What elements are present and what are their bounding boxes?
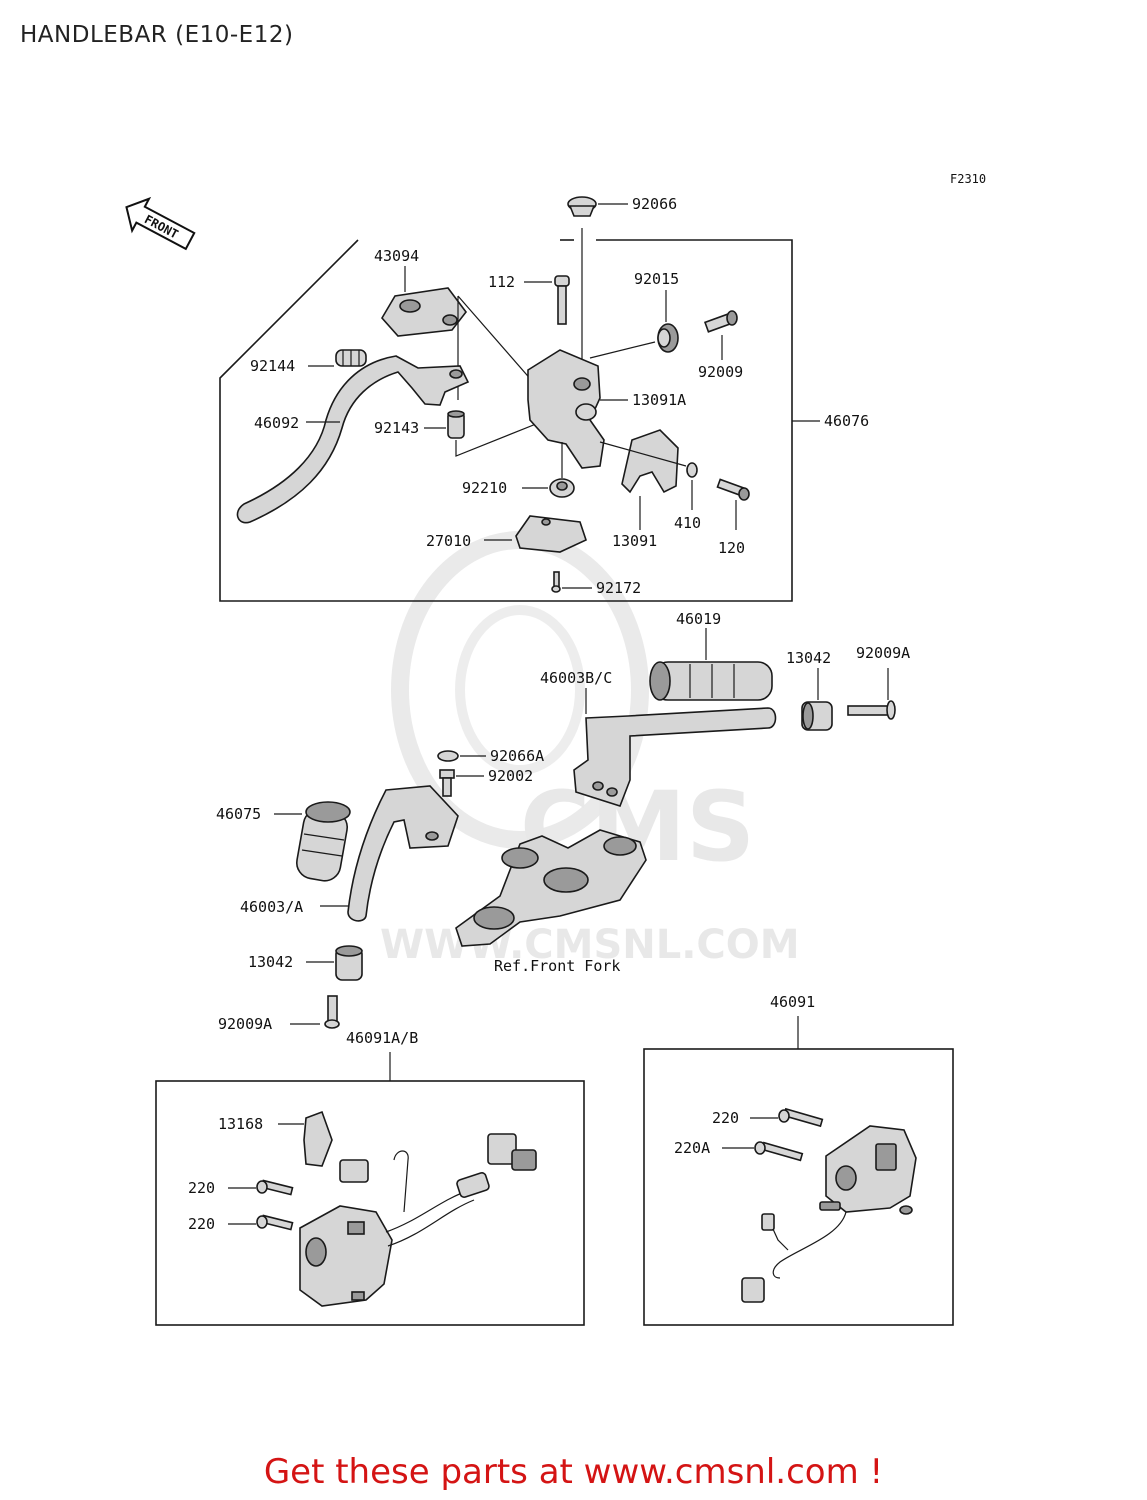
clamp-13091	[621, 429, 679, 494]
left-switch-box	[155, 1080, 585, 1326]
bolt-92002	[439, 769, 455, 797]
watermark-url: WWW.CMSNL.COM	[380, 922, 800, 968]
label-220A-right: 220A	[674, 1139, 710, 1157]
cms-watermark: CMS WWW.CMSNL.COM	[380, 531, 800, 968]
lever-46092	[236, 355, 470, 524]
parts-diagram: CMS WWW.CMSNL.COM FRONT F2310 46076 9206…	[125, 172, 986, 1326]
label-13091A: 13091A	[632, 391, 686, 409]
label-410: 410	[674, 514, 701, 532]
right-switch-box	[643, 1048, 954, 1326]
screw-220A-right	[754, 1141, 804, 1162]
label-46003A: 46003/A	[240, 898, 303, 916]
label-92066: 92066	[632, 195, 677, 213]
label-220-lower-left: 220	[188, 1215, 215, 1233]
label-92143: 92143	[374, 419, 419, 437]
label-46075: 46075	[216, 805, 261, 823]
label-46003BC: 46003B/C	[540, 669, 612, 687]
spring-92144	[335, 349, 367, 367]
handlebar-46003A	[347, 785, 459, 922]
label-92002: 92002	[488, 767, 533, 785]
label-92210: 92210	[462, 479, 507, 497]
label-92172: 92172	[596, 579, 641, 597]
weight-13042-right	[801, 701, 833, 731]
label-13042-left: 13042	[248, 953, 293, 971]
page-title: HANDLEBAR (E10-E12)	[20, 22, 294, 48]
screw-92009	[703, 310, 738, 333]
label-13091: 13091	[612, 532, 657, 550]
footer-cta-link[interactable]: Get these parts at www.cmsnl.com !	[263, 1452, 884, 1492]
ref-front-fork: Ref.Front Fork	[494, 957, 620, 975]
label-92015: 92015	[634, 270, 679, 288]
label-92009: 92009	[698, 363, 743, 381]
grip-46019	[649, 661, 773, 701]
label-43094: 43094	[374, 247, 419, 265]
label-13168: 13168	[218, 1115, 263, 1133]
front-fork-bracket	[455, 829, 647, 947]
washer-410	[686, 462, 698, 478]
clutch-lever-assembly-box	[219, 239, 793, 602]
label-46019: 46019	[676, 610, 721, 628]
screw-220-lower-left	[256, 1214, 294, 1231]
label-220-upper-left: 220	[188, 1179, 215, 1197]
grip-46075	[295, 801, 351, 882]
bolt-120	[716, 478, 750, 501]
cap-92066	[567, 196, 597, 217]
label-13042-right: 13042	[786, 649, 831, 667]
nut-92210	[549, 478, 575, 498]
handlebar-46003BC	[573, 707, 777, 807]
switch-27010	[515, 515, 587, 553]
right-switch-housing	[741, 1125, 917, 1303]
screw-92172	[551, 571, 561, 593]
label-46091: 46091	[770, 993, 815, 1011]
label-120: 120	[718, 539, 745, 557]
nut-92015	[657, 323, 679, 353]
label-92009A-right: 92009A	[856, 644, 910, 662]
label-27010: 27010	[426, 532, 471, 550]
bolt-92009A-left	[324, 995, 340, 1029]
left-switch-housing	[299, 1133, 537, 1307]
bolt-112	[554, 275, 570, 325]
figure-code: F2310	[950, 172, 986, 186]
label-92009A-left: 92009A	[218, 1015, 272, 1033]
screw-220-right	[778, 1107, 824, 1128]
label-220-right: 220	[712, 1109, 739, 1127]
washer-92066A	[437, 750, 459, 762]
screw-220-upper-left	[256, 1179, 294, 1196]
clip-13168	[303, 1110, 333, 1167]
weight-13042-left	[335, 945, 363, 981]
bolt-92009A-right	[847, 700, 896, 720]
holder-13091A	[527, 349, 605, 469]
label-46091AB: 46091A/B	[346, 1029, 418, 1047]
label-92066A: 92066A	[490, 747, 544, 765]
front-arrow-icon: FRONT	[125, 196, 196, 251]
label-92144: 92144	[250, 357, 295, 375]
label-112: 112	[488, 273, 515, 291]
bracket-43094	[381, 287, 468, 337]
label-46076: 46076	[824, 412, 869, 430]
collar-92143	[447, 410, 465, 439]
label-46092: 46092	[254, 414, 299, 432]
